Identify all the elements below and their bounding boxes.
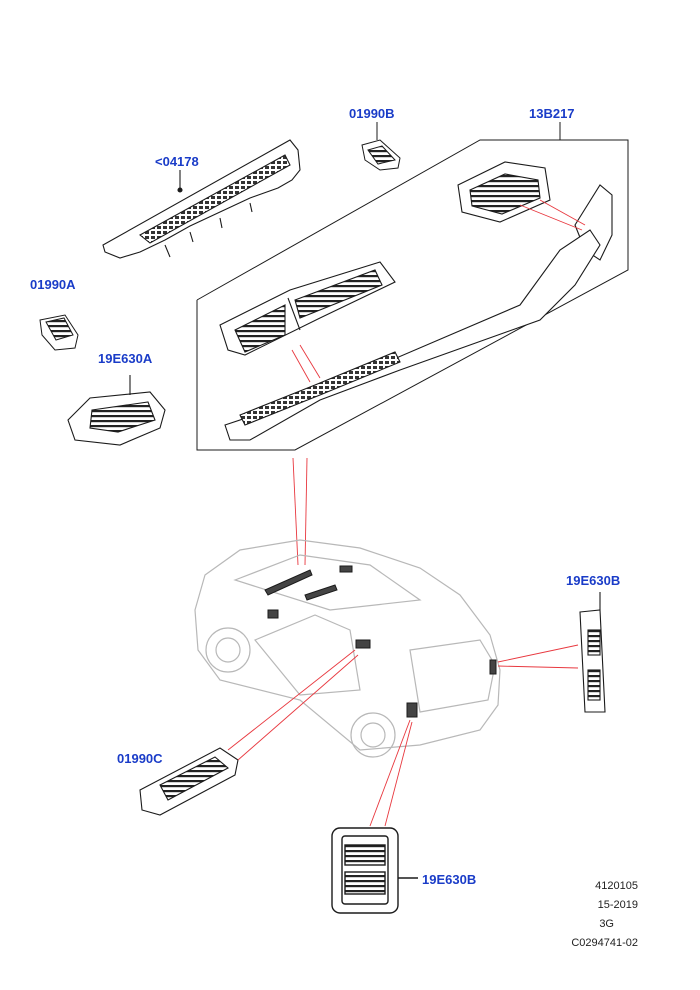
assembly-frame — [196, 139, 629, 451]
callout-13B217[interactable]: 13B217 — [529, 106, 575, 121]
callout-01990A[interactable]: 01990A — [30, 277, 76, 292]
part-19E630B-right-vent[interactable] — [579, 592, 606, 713]
part-13B217-duct-assembly[interactable] — [219, 161, 613, 441]
diagram-variant: 3G — [599, 918, 614, 930]
diagram-reference: C0294741-02 — [571, 937, 638, 949]
leader-lines-19E630B-right — [497, 644, 579, 669]
callout-01990B[interactable]: 01990B — [349, 106, 395, 121]
callout-04178[interactable]: <04178 — [155, 154, 199, 169]
leader-lines-01990C — [227, 649, 359, 761]
callout-19E630B-right[interactable]: 19E630B — [566, 573, 621, 588]
vehicle-vent-markers — [264, 565, 497, 718]
callout-19E630A[interactable]: 19E630A — [98, 351, 153, 366]
callout-01990C[interactable]: 01990C — [117, 751, 163, 766]
leader-lines-19E630B-bottom — [369, 719, 413, 827]
part-19E630A-vent[interactable] — [67, 375, 166, 446]
leader-lines-frame-car — [292, 457, 308, 566]
part-01990C-grille[interactable] — [139, 747, 239, 816]
callout-19E630B-bottom[interactable]: 19E630B — [422, 872, 477, 887]
leader-lines-13B217 — [291, 199, 586, 383]
diagram-date: 15-2019 — [597, 899, 638, 911]
part-19E630B-bottom-vent[interactable] — [331, 827, 418, 914]
diagram-code: 4120105 — [595, 880, 638, 892]
part-01990A-grille[interactable] — [39, 314, 79, 351]
vehicle-outline — [194, 539, 501, 758]
part-01990B-grille[interactable] — [361, 122, 401, 171]
part-04178-dash-trim[interactable] — [102, 139, 301, 259]
